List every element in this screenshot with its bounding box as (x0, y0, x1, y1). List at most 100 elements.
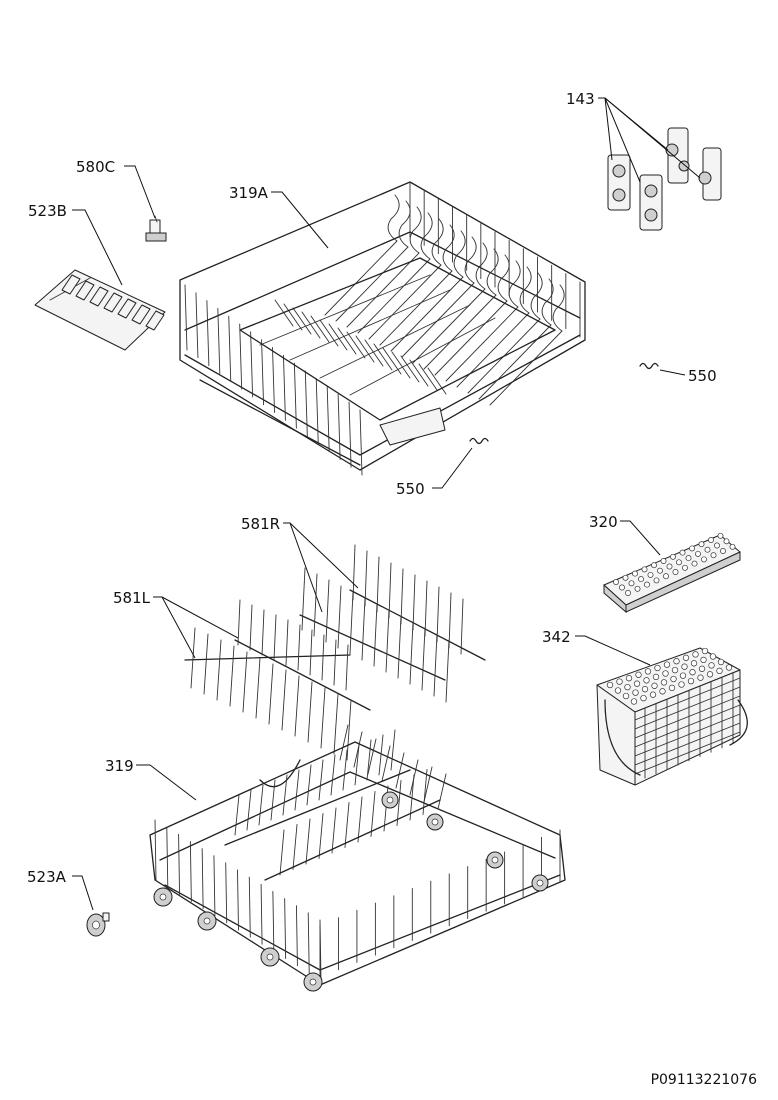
wire-segment (634, 677, 741, 721)
wire-segment (401, 236, 477, 358)
wire-segment (250, 331, 254, 398)
wire-segment (390, 230, 466, 352)
wire-segment (354, 744, 360, 786)
lower-basket-319 (149, 724, 566, 992)
wire-segment (418, 363, 438, 391)
hole (704, 546, 711, 553)
wire-segment (337, 585, 342, 649)
hole (622, 692, 630, 700)
wire-segment (260, 883, 263, 945)
wire-segment (272, 890, 275, 952)
wire-segment (283, 303, 303, 331)
wire-segment (460, 598, 464, 655)
diagram-code: P09113221076 (651, 1072, 758, 1088)
wire-segment (370, 791, 376, 837)
wire-segment (357, 796, 363, 843)
leader-lines (72, 97, 701, 911)
wire-segment (373, 603, 378, 667)
wire-segment (213, 855, 216, 917)
hole (635, 671, 642, 678)
wire-segment (297, 624, 301, 671)
wire-segment (409, 774, 415, 821)
wire-segment (284, 898, 287, 960)
label-580C: 580C (76, 158, 115, 176)
hole (659, 688, 666, 695)
hole (682, 564, 688, 571)
wire-segment (409, 621, 414, 685)
wire-segment (301, 567, 306, 631)
wire-segment (154, 819, 157, 881)
hole (660, 679, 668, 686)
wire-segment (305, 818, 311, 865)
hole (670, 553, 676, 560)
wire-segment (261, 339, 265, 406)
hole (701, 647, 709, 655)
wire-segment (385, 609, 390, 673)
wire-segment (381, 745, 391, 782)
basket-top-holes (606, 647, 733, 705)
wire-segment (166, 826, 169, 888)
hole (630, 698, 638, 705)
wire-segment (378, 734, 384, 776)
wire-segment (364, 550, 368, 607)
wire-segment (437, 773, 447, 810)
wire-segment (239, 323, 243, 390)
wire-segment (397, 615, 402, 679)
wire-segment (184, 284, 188, 351)
hole (624, 683, 631, 691)
hole (663, 661, 671, 668)
wire-segment (634, 731, 741, 775)
hole (641, 566, 648, 573)
hole (709, 653, 717, 660)
wire-segment (331, 807, 337, 854)
wire-segment (445, 260, 521, 382)
hole (606, 681, 614, 689)
hole (708, 537, 714, 543)
wire-segment (295, 905, 298, 967)
wire-segment (423, 766, 433, 803)
wire-segment (304, 370, 308, 437)
wire-segment (367, 738, 377, 775)
wire-segment (409, 359, 429, 387)
label-143: 143 (566, 90, 595, 108)
wire-segment (427, 367, 447, 395)
hole (643, 677, 650, 684)
wire-segment (203, 633, 209, 695)
wire-segment (61, 274, 81, 295)
wire-segment (396, 780, 402, 826)
wire-segment (355, 335, 375, 363)
wire-segment (346, 331, 366, 359)
hole (691, 560, 698, 567)
wire-segment (391, 351, 411, 379)
wire-segment (346, 699, 352, 761)
hole (668, 684, 676, 692)
label-319: 319 (105, 757, 134, 775)
hole (652, 673, 660, 681)
wire-segment (467, 272, 543, 394)
hole (634, 585, 641, 592)
hole (649, 691, 657, 698)
wire-segment (346, 206, 422, 328)
hole (614, 687, 622, 694)
wire-segment (324, 194, 400, 316)
wire-segment (328, 323, 348, 351)
wire-segment (306, 764, 312, 806)
wire-segment (255, 657, 261, 719)
wire-segment (344, 802, 350, 848)
wire-segment (434, 254, 510, 376)
wire-segment (357, 212, 433, 334)
hole (654, 664, 661, 672)
lower-basket-tines (234, 724, 447, 876)
wire-segment (320, 687, 326, 749)
hole (663, 573, 669, 580)
hole (666, 563, 673, 570)
hole (729, 543, 736, 550)
wire-segment (228, 315, 232, 382)
hole (679, 549, 686, 556)
wire-segment (342, 749, 348, 791)
wire-segment (337, 327, 357, 355)
wire-segment (131, 304, 151, 325)
wire-segment (412, 574, 416, 631)
wire-segment (634, 704, 741, 748)
wire-segment (307, 912, 310, 974)
